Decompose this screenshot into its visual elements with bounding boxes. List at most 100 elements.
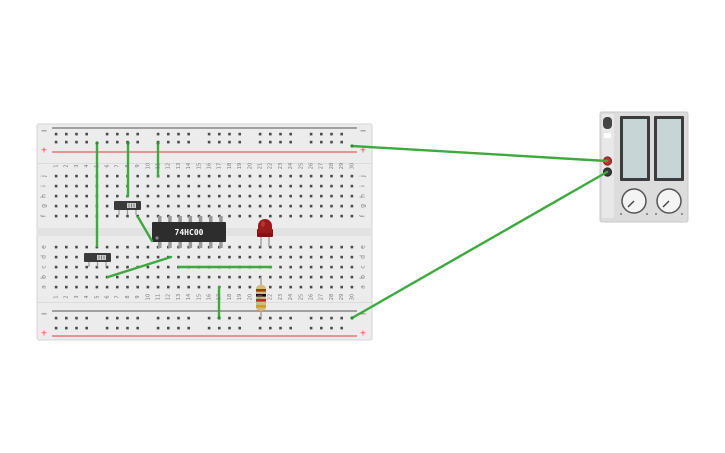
rail-hole[interactable] (269, 326, 272, 330)
terminal-hole[interactable] (167, 265, 170, 269)
terminal-hole[interactable] (85, 265, 88, 269)
terminal-hole[interactable] (75, 265, 78, 269)
power-switch[interactable] (603, 117, 612, 129)
rail-hole[interactable] (258, 140, 262, 144)
terminal-hole[interactable] (95, 285, 99, 289)
terminal-hole[interactable] (309, 275, 313, 279)
terminal-hole[interactable] (228, 184, 231, 188)
terminal-hole[interactable] (279, 194, 282, 198)
terminal-hole[interactable] (320, 204, 323, 208)
rail-hole[interactable] (177, 326, 180, 330)
rail-hole[interactable] (238, 316, 241, 320)
terminal-hole[interactable] (299, 174, 303, 178)
terminal-hole[interactable] (269, 194, 272, 198)
terminal-hole[interactable] (167, 275, 170, 279)
terminal-hole[interactable] (95, 275, 99, 279)
rail-hole[interactable] (207, 140, 211, 144)
rail-hole[interactable] (289, 140, 292, 144)
terminal-hole[interactable] (350, 285, 354, 289)
rail-hole[interactable] (330, 326, 333, 330)
terminal-hole[interactable] (105, 184, 109, 188)
rail-hole[interactable] (65, 140, 68, 144)
terminal-hole[interactable] (116, 245, 119, 249)
rail-hole[interactable] (309, 316, 313, 320)
rail-hole[interactable] (167, 316, 170, 320)
terminal-hole[interactable] (269, 255, 272, 259)
terminal-hole[interactable] (65, 194, 68, 198)
terminal-hole[interactable] (289, 285, 292, 289)
terminal-hole[interactable] (197, 285, 201, 289)
rail-hole[interactable] (289, 326, 292, 330)
terminal-hole[interactable] (207, 194, 211, 198)
rail-hole[interactable] (136, 132, 139, 136)
terminal-hole[interactable] (54, 285, 58, 289)
terminal-hole[interactable] (320, 174, 323, 178)
terminal-hole[interactable] (269, 245, 272, 249)
terminal-hole[interactable] (228, 245, 231, 249)
terminal-hole[interactable] (350, 194, 354, 198)
terminal-hole[interactable] (116, 265, 119, 269)
terminal-hole[interactable] (146, 184, 150, 188)
terminal-hole[interactable] (177, 275, 180, 279)
terminal-hole[interactable] (228, 275, 231, 279)
terminal-hole[interactable] (136, 285, 139, 289)
terminal-hole[interactable] (75, 174, 78, 178)
terminal-hole[interactable] (177, 255, 180, 259)
terminal-hole[interactable] (330, 245, 333, 249)
terminal-hole[interactable] (340, 184, 343, 188)
terminal-hole[interactable] (340, 275, 343, 279)
terminal-hole[interactable] (136, 174, 139, 178)
terminal-hole[interactable] (340, 174, 343, 178)
terminal-hole[interactable] (177, 285, 180, 289)
rail-hole[interactable] (85, 132, 88, 136)
rail-hole[interactable] (289, 316, 292, 320)
rail-hole[interactable] (320, 132, 323, 136)
rail-hole[interactable] (340, 140, 343, 144)
terminal-hole[interactable] (75, 255, 78, 259)
rail-hole[interactable] (105, 316, 109, 320)
terminal-hole[interactable] (238, 204, 241, 208)
terminal-hole[interactable] (340, 204, 343, 208)
terminal-hole[interactable] (167, 285, 170, 289)
rail-hole[interactable] (187, 140, 190, 144)
ic-chip-74hc00[interactable]: 74HC00 (152, 216, 226, 248)
terminal-hole[interactable] (238, 245, 241, 249)
terminal-hole[interactable] (126, 245, 129, 249)
terminal-hole[interactable] (85, 184, 88, 188)
terminal-hole[interactable] (279, 184, 282, 188)
terminal-hole[interactable] (279, 265, 282, 269)
terminal-hole[interactable] (258, 184, 262, 188)
rail-hole[interactable] (279, 140, 282, 144)
rail-hole[interactable] (126, 132, 129, 136)
terminal-hole[interactable] (105, 194, 109, 198)
terminal-hole[interactable] (350, 245, 354, 249)
wires-layer[interactable] (95, 141, 609, 320)
terminal-hole[interactable] (116, 285, 119, 289)
rail-hole[interactable] (207, 316, 211, 320)
terminal-hole[interactable] (228, 285, 231, 289)
terminal-hole[interactable] (279, 275, 282, 279)
rail-hole[interactable] (238, 132, 241, 136)
terminal-hole[interactable] (299, 214, 303, 218)
terminal-hole[interactable] (65, 214, 68, 218)
terminal-hole[interactable] (54, 245, 58, 249)
terminal-hole[interactable] (187, 275, 190, 279)
terminal-hole[interactable] (248, 214, 252, 218)
rail-hole[interactable] (228, 132, 231, 136)
terminal-hole[interactable] (299, 194, 303, 198)
terminal-hole[interactable] (320, 245, 323, 249)
terminal-hole[interactable] (350, 275, 354, 279)
terminal-hole[interactable] (289, 184, 292, 188)
terminal-hole[interactable] (218, 255, 221, 259)
rail-hole[interactable] (207, 326, 211, 330)
terminal-hole[interactable] (238, 194, 241, 198)
rail-hole[interactable] (156, 316, 160, 320)
rail-hole[interactable] (187, 132, 190, 136)
terminal-hole[interactable] (105, 245, 109, 249)
terminal-hole[interactable] (85, 174, 88, 178)
terminal-hole[interactable] (218, 184, 221, 188)
rail-hole[interactable] (105, 140, 109, 144)
terminal-hole[interactable] (248, 245, 252, 249)
terminal-hole[interactable] (197, 204, 201, 208)
terminal-hole[interactable] (279, 204, 282, 208)
